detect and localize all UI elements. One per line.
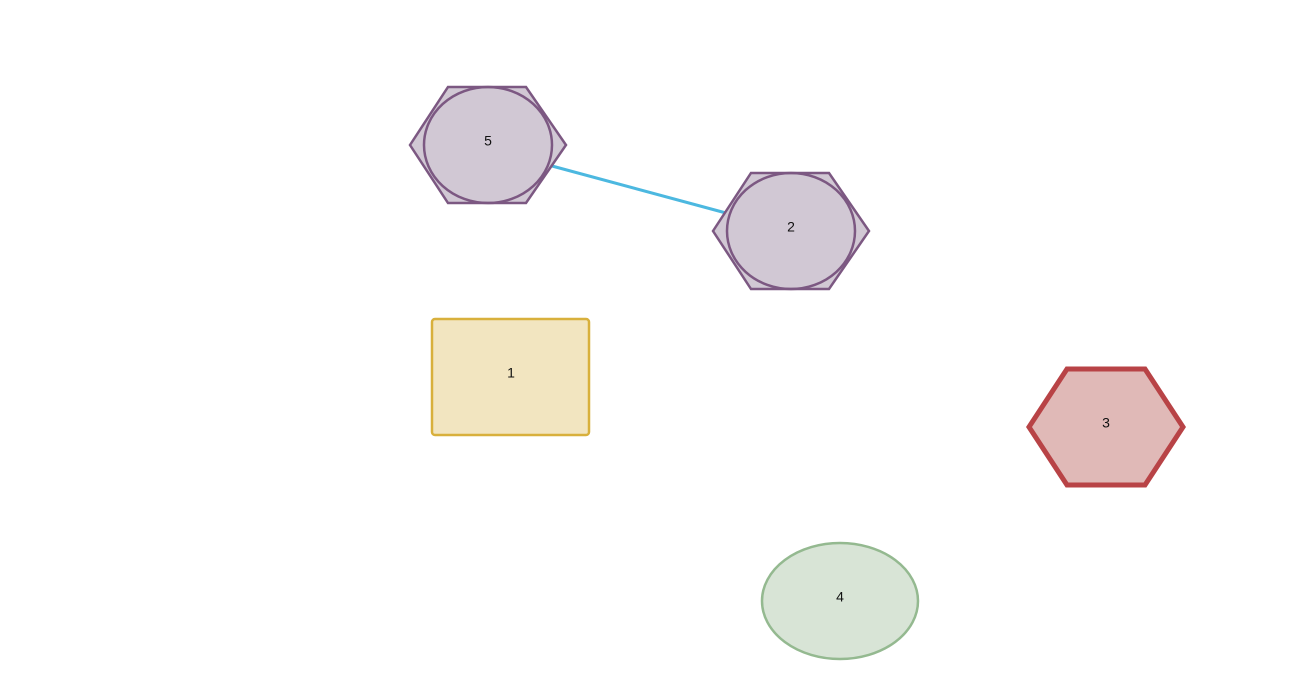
- node-2-hexagon: [711, 171, 871, 291]
- edge-5-2: [550, 164, 728, 215]
- node-2[interactable]: 2: [711, 171, 871, 291]
- node-3-label: 3: [1102, 415, 1110, 431]
- node-2-circle: [725, 171, 857, 291]
- node-5-label: 5: [484, 133, 492, 149]
- node-3[interactable]: 3: [1026, 366, 1186, 488]
- node-3-hexagon: [1026, 366, 1186, 488]
- node-4-ellipse: [760, 541, 920, 661]
- node-1[interactable]: 1: [430, 317, 591, 437]
- node-5[interactable]: 5: [408, 85, 568, 205]
- node-5-circle: [422, 85, 554, 205]
- node-1-rectangle: [430, 317, 591, 437]
- node-4-label: 4: [836, 589, 844, 605]
- node-5-hexagon: [408, 85, 568, 205]
- node-2-label: 2: [787, 219, 795, 235]
- node-4[interactable]: 4: [760, 541, 920, 661]
- node-1-label: 1: [507, 365, 515, 381]
